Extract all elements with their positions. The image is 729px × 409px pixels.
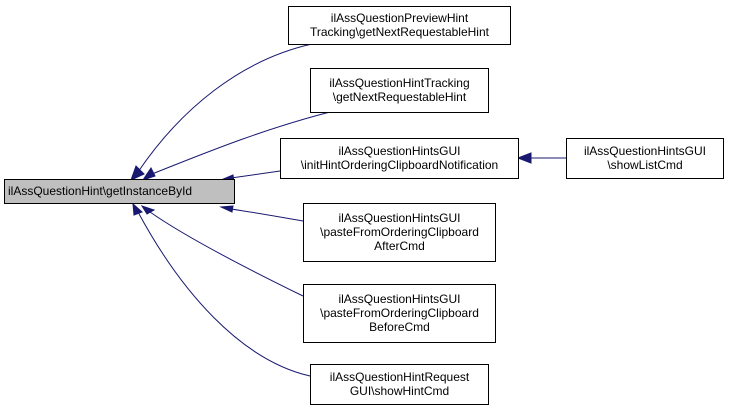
arrowhead-icon [140,205,156,215]
node-n2[interactable]: ilAssQuestionHintTracking\getNextRequest… [310,68,489,113]
edge-n4-to-root [219,205,304,222]
arrowhead-icon [219,205,234,213]
node-box [303,203,496,262]
arrowhead-icon [132,202,143,216]
node-label-line: ilAssQuestionHintsGUI [584,144,706,158]
node-label-line: ilAssQuestionPreviewHint [331,11,469,25]
edge-line [149,211,304,297]
arrowhead-icon [130,165,145,181]
node-box [310,68,489,113]
node-n1[interactable]: ilAssQuestionPreviewHintTracking\getNext… [288,6,511,45]
edges-layer [130,43,566,377]
node-label-line: GUI\showHintCmd [350,384,449,398]
edge-line [137,211,311,377]
node-label-line: BeforeCmd [369,320,430,334]
node-box [566,138,724,179]
node-label-line: ilAssQuestionHintTracking [329,76,469,90]
edge-line [230,208,304,222]
nodes-layer: ilAssQuestionHint\getInstanceById ilAssQu… [4,6,724,405]
node-label-line: \showListCmd [607,158,682,172]
node-label-line: ilAssQuestionHintsGUI [338,211,460,225]
edge-line [151,111,331,175]
edge-n7-to-n3 [516,152,566,164]
node-n3[interactable]: ilAssQuestionHintsGUI\initHintOrderingCl… [280,138,519,179]
node-n4[interactable]: ilAssQuestionHintsGUI\pasteFromOrderingC… [303,203,496,262]
node-label-line: ilAssQuestionHint\getInstanceById [8,184,192,198]
node-n7[interactable]: ilAssQuestionHintsGUI\showListCmd [566,138,724,179]
edge-n5-to-root [140,205,304,297]
arrowhead-icon [141,167,156,181]
edge-n6-to-root [132,202,311,377]
edge-n2-to-root [141,111,331,181]
node-label-line: \pasteFromOrderingClipboard [320,306,479,320]
node-label-line: \getNextRequestableHint [333,90,467,104]
node-box [310,364,489,405]
edge-line [137,43,313,173]
node-box [288,6,511,45]
node-box [303,284,496,343]
edge-n1-to-root [130,43,313,181]
node-n5[interactable]: ilAssQuestionHintsGUI\pasteFromOrderingC… [303,284,496,343]
node-label-line: ilAssQuestionHintRequest [330,370,470,384]
node-root[interactable]: ilAssQuestionHint\getInstanceById [4,179,235,204]
node-label-line: ilAssQuestionHintsGUI [338,144,460,158]
edge-line [230,170,281,179]
arrowhead-icon [516,152,532,164]
node-label-line: \initHintOrderingClipboardNotification [301,158,498,172]
node-label-line: \pasteFromOrderingClipboard [320,225,479,239]
node-box [4,179,235,204]
node-label-line: Tracking\getNextRequestableHint [310,25,490,39]
node-box [280,138,519,179]
node-label-line: ilAssQuestionHintsGUI [338,292,460,306]
node-label-line: AfterCmd [374,239,425,253]
